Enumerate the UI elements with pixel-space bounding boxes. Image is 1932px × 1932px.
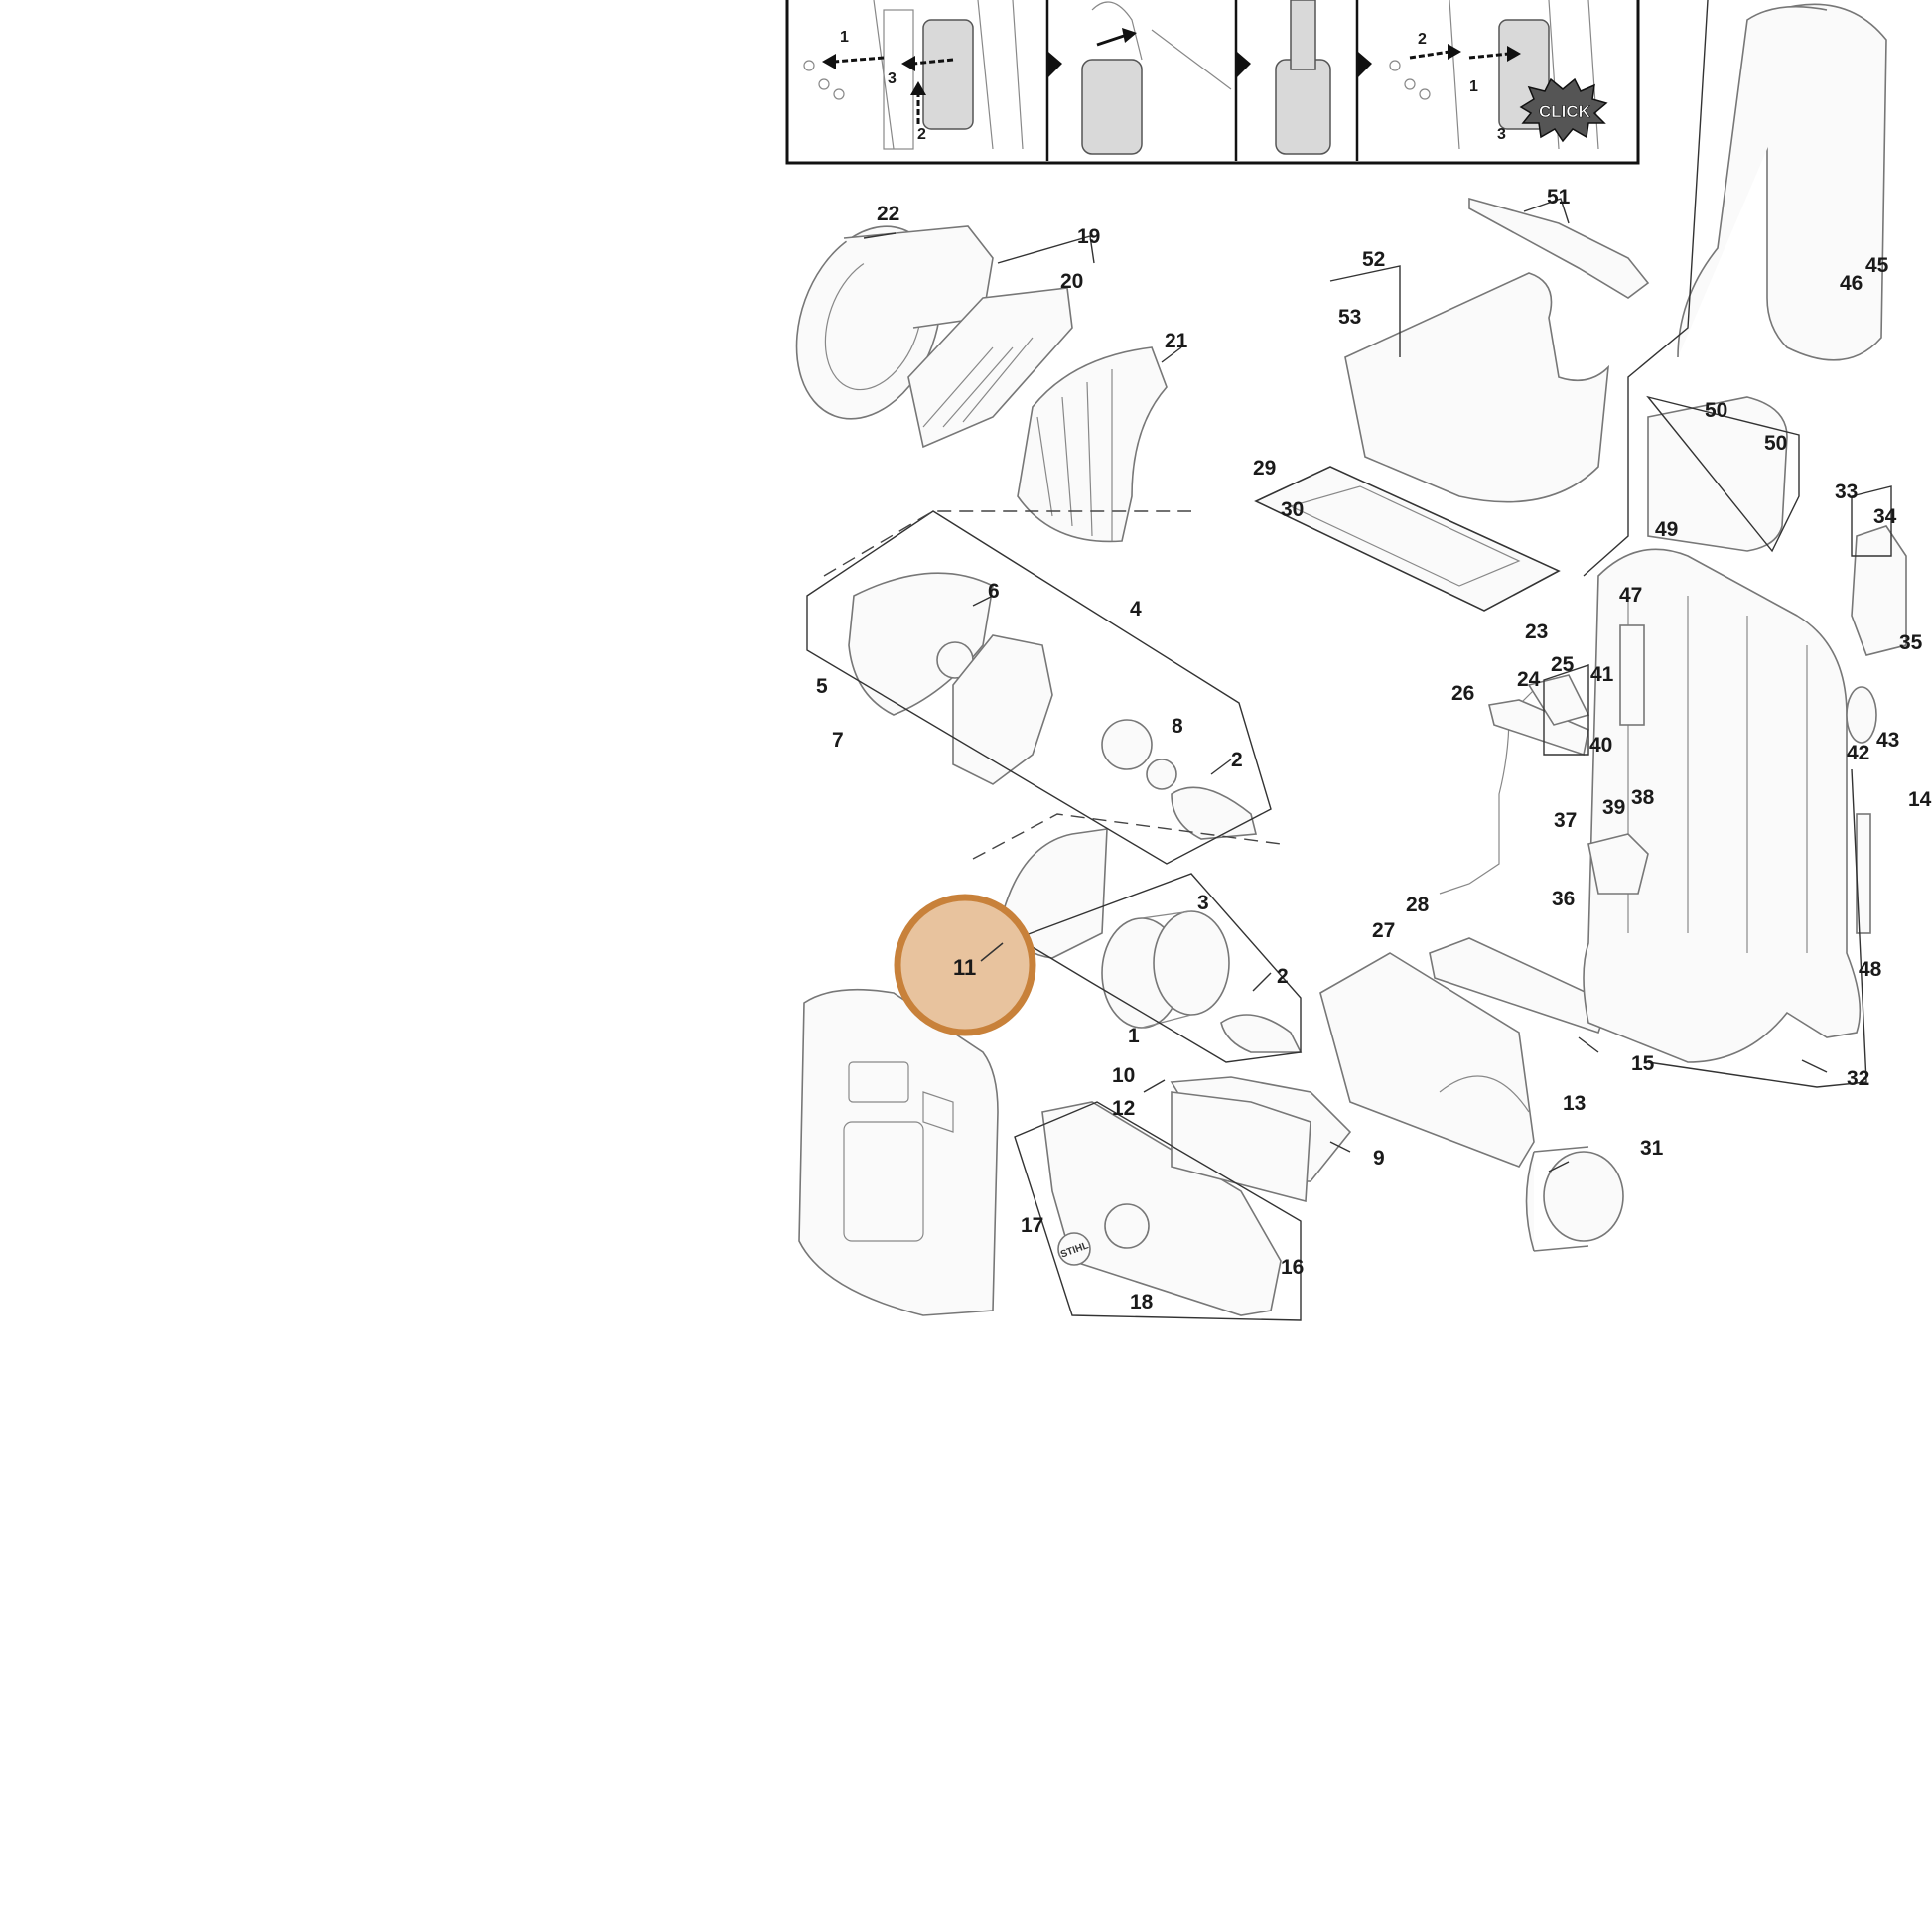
callout-13: 13	[1563, 1092, 1586, 1115]
callout-38: 38	[1631, 786, 1655, 809]
callout-2-upper: 2	[1231, 749, 1243, 771]
callout-31: 31	[1640, 1137, 1664, 1160]
callout-5: 5	[816, 675, 828, 698]
callout-29: 29	[1253, 457, 1276, 480]
inset-step-2-right: 2	[1418, 31, 1427, 48]
callout-labels: 22 19 20 21 6 4 5 7 8 2 3 2 1 10 12 9 17…	[816, 186, 1932, 1313]
callout-8: 8	[1172, 715, 1183, 738]
callout-14: 14	[1908, 788, 1932, 811]
callout-41: 41	[1590, 663, 1614, 686]
instruction-inset: 1 3 2 2 1 3 CLICK	[785, 0, 1640, 165]
callout-12: 12	[1112, 1097, 1135, 1120]
inset-step-2: 2	[917, 126, 926, 143]
callout-53: 53	[1338, 306, 1361, 329]
callout-35: 35	[1899, 631, 1923, 654]
callout-40: 40	[1589, 734, 1612, 757]
callout-51: 51	[1547, 186, 1571, 208]
highlight-circle[interactable]	[894, 894, 1036, 1036]
callout-19: 19	[1077, 225, 1100, 248]
callout-42: 42	[1847, 742, 1869, 764]
callout-11: 11	[953, 955, 976, 980]
callout-9: 9	[1373, 1147, 1385, 1170]
callout-20: 20	[1060, 270, 1083, 293]
callout-32: 32	[1847, 1067, 1869, 1090]
inset-step-3: 3	[888, 70, 897, 87]
callout-46: 46	[1840, 272, 1863, 295]
callout-22: 22	[877, 203, 899, 225]
callout-43: 43	[1876, 729, 1899, 752]
callout-17: 17	[1021, 1214, 1043, 1237]
callout-52: 52	[1362, 248, 1385, 271]
callout-23: 23	[1525, 621, 1548, 643]
callout-36: 36	[1552, 888, 1575, 910]
click-label: CLICK	[1539, 102, 1591, 121]
callout-47: 47	[1619, 584, 1642, 607]
inset-step-1: 1	[840, 29, 849, 46]
highlighted-part-11[interactable]: 11	[894, 894, 1036, 1036]
callout-28: 28	[1406, 894, 1430, 916]
callout-2-lower: 2	[1277, 965, 1289, 988]
callout-27: 27	[1372, 919, 1395, 942]
callout-50-left: 50	[1705, 399, 1727, 422]
callout-50-right: 50	[1764, 432, 1787, 455]
inset-step-3-right: 3	[1497, 126, 1506, 143]
callout-15: 15	[1631, 1052, 1655, 1075]
callout-4: 4	[1130, 598, 1142, 621]
callout-39: 39	[1602, 796, 1625, 819]
callout-33: 33	[1835, 481, 1858, 503]
callout-24: 24	[1517, 668, 1541, 691]
callout-16: 16	[1281, 1256, 1304, 1279]
click-burst	[1519, 77, 1608, 143]
part-shapes: STIHL	[795, 3, 1907, 1316]
callout-21: 21	[1165, 330, 1188, 352]
callout-30: 30	[1281, 498, 1304, 521]
callout-3: 3	[1197, 892, 1209, 914]
callout-26: 26	[1451, 682, 1474, 705]
callout-48: 48	[1859, 958, 1882, 981]
callout-7: 7	[832, 729, 844, 752]
callout-25: 25	[1551, 653, 1575, 676]
callout-34: 34	[1873, 505, 1897, 528]
callout-1: 1	[1128, 1025, 1140, 1047]
inset-step-1-right: 1	[1469, 78, 1478, 95]
callout-37: 37	[1554, 809, 1577, 832]
callout-18: 18	[1130, 1291, 1154, 1313]
callout-49: 49	[1655, 518, 1678, 541]
callout-6: 6	[988, 580, 1000, 603]
callout-45: 45	[1865, 254, 1889, 277]
callout-10: 10	[1112, 1064, 1135, 1087]
assembly-outlines	[806, 0, 1892, 1321]
